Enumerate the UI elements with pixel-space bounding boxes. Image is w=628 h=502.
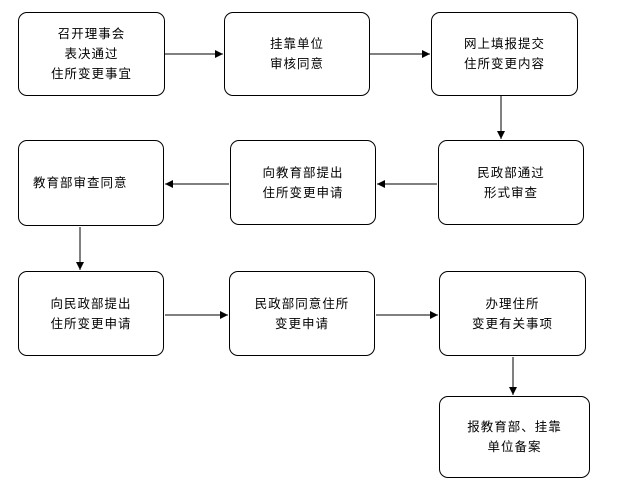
node-handle-matters-label: 办理住所 变更有关事项 xyxy=(471,295,553,331)
node-moe-approval-label: 教育部审查同意 xyxy=(33,175,128,190)
node-moe-approval: 教育部审查同意 xyxy=(18,140,164,226)
node-council-vote-label: 召开理事会 表决通过 住所变更事宜 xyxy=(50,26,132,81)
node-file-record-label: 报教育部、挂靠 单位备案 xyxy=(467,419,562,454)
node-mca-approval-label: 民政部同意住所 变更申请 xyxy=(254,295,350,331)
node-mca-formal-review: 民政部通过 形式审查 xyxy=(438,140,584,225)
node-council-vote: 召开理事会 表决通过 住所变更事宜 xyxy=(18,12,165,96)
node-file-record: 报教育部、挂靠 单位备案 xyxy=(439,396,590,478)
node-sponsor-approval-label: 挂靠单位 审核同意 xyxy=(269,36,324,71)
node-apply-to-moe: 向教育部提出 住所变更申请 xyxy=(230,140,376,225)
node-apply-to-mca-label: 向民政部提出 住所变更申请 xyxy=(50,295,132,331)
node-apply-to-moe-label: 向教育部提出 住所变更申请 xyxy=(262,164,344,200)
node-mca-formal-review-label: 民政部通过 形式审查 xyxy=(477,164,545,200)
node-handle-matters: 办理住所 变更有关事项 xyxy=(439,271,586,356)
node-mca-approval: 民政部同意住所 变更申请 xyxy=(229,271,375,356)
node-apply-to-mca: 向民政部提出 住所变更申请 xyxy=(18,271,164,356)
node-online-submission-label: 网上填报提交 住所变更内容 xyxy=(463,36,545,71)
node-sponsor-approval: 挂靠单位 审核同意 xyxy=(224,12,370,96)
node-online-submission: 网上填报提交 住所变更内容 xyxy=(431,12,578,96)
